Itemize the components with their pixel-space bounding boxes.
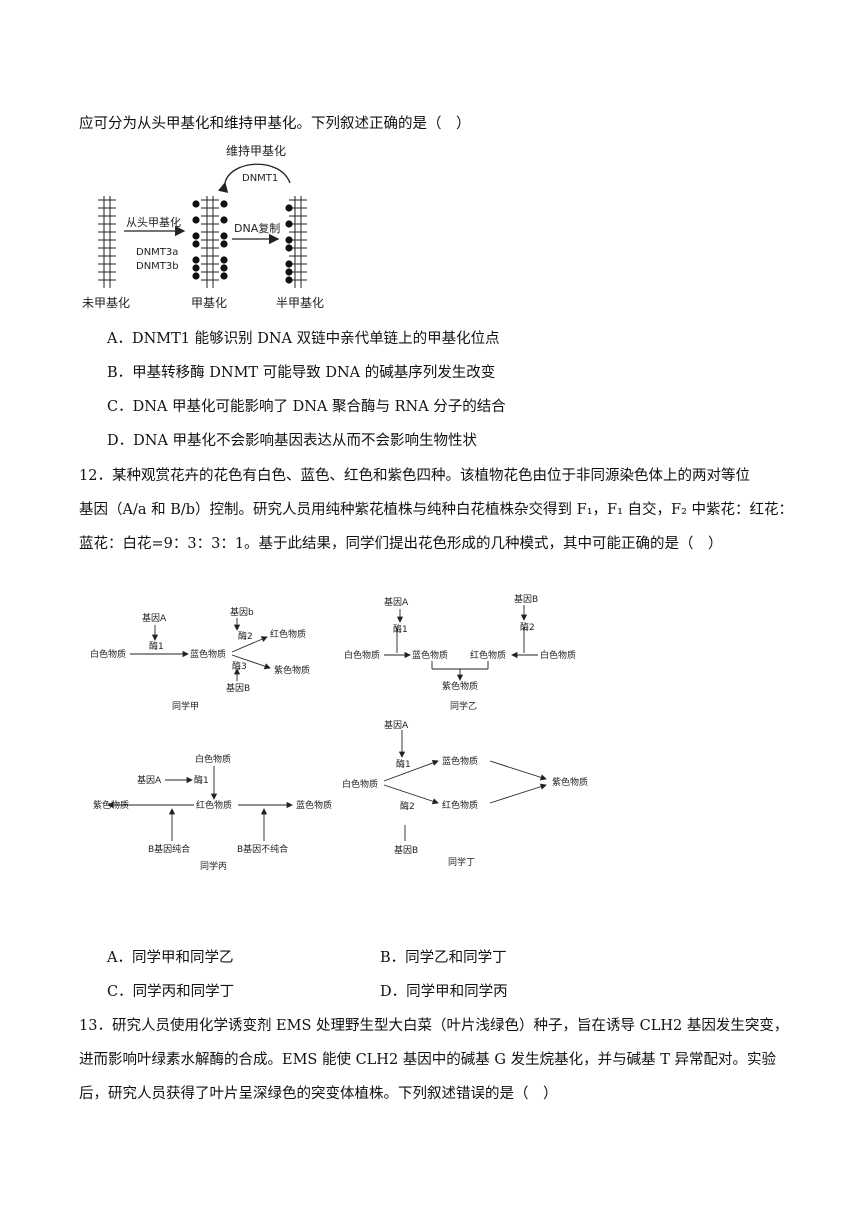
option-11b[interactable]: B．甲基转移酶 DNMT 可能导致 DNA 的碱基序列发生改变 — [107, 365, 496, 381]
ding-gene-b: 基因B — [394, 844, 418, 856]
bing-blue: 蓝色物质 — [296, 799, 332, 811]
model-yi — [384, 605, 538, 681]
bing-b-homozygous: B基因纯合 — [148, 843, 190, 855]
option-12c[interactable]: C．同学丙和同学丁 — [107, 984, 235, 1000]
unmethylated-dna — [98, 196, 116, 288]
jia-gene-b-recessive: 基因b — [230, 606, 254, 618]
jia-caption: 同学甲 — [172, 700, 199, 712]
yi-gene-a: 基因A — [384, 596, 409, 608]
yi-purple: 紫色物质 — [442, 680, 478, 692]
ding-purple: 紫色物质 — [552, 776, 588, 788]
model-ding — [383, 730, 547, 841]
option-12b[interactable]: B．同学乙和同学丁 — [380, 950, 507, 966]
hemi-methyl-groups — [285, 204, 293, 284]
methylated-label: 甲基化 — [191, 296, 227, 310]
question-11-stem-end: 应可分为从头甲基化和维持甲基化。下列叙述正确的是（ ） — [79, 116, 471, 132]
option-11d[interactable]: D．DNA 甲基化不会影响基因表达从而不会影响生物性状 — [107, 433, 478, 449]
model-jia — [130, 618, 271, 681]
jia-blue: 蓝色物质 — [190, 648, 226, 660]
methyl-groups — [192, 200, 228, 280]
jia-red: 红色物质 — [270, 628, 306, 640]
option-11a[interactable]: A．DNMT1 能够识别 DNA 双链中亲代单链上的甲基化位点 — [107, 331, 500, 347]
methylation-diagram: 维持甲基化 DNMT1 从头甲基化 DNMT3a DNMT3b DNA复制 — [82, 143, 324, 310]
yi-gene-b: 基因B — [514, 593, 538, 605]
methylated-dna — [201, 196, 219, 288]
ding-white: 白色物质 — [342, 778, 378, 790]
flower-color-models: 基因A 酶1 白色物质 蓝色物质 基因b 酶2 红色物质 酶3 紫色物质 基因B… — [90, 593, 588, 872]
ding-enzyme1: 酶1 — [396, 758, 411, 770]
option-11c[interactable]: C．DNA 甲基化可能影响了 DNA 聚合酶与 RNA 分子的结合 — [107, 399, 506, 415]
yi-white-1: 白色物质 — [344, 649, 380, 661]
bing-purple: 紫色物质 — [93, 799, 129, 811]
jia-white: 白色物质 — [90, 648, 126, 660]
ding-caption: 同学丁 — [448, 856, 475, 868]
bing-caption: 同学丙 — [200, 860, 227, 872]
dnmt3a-label: DNMT3a — [136, 247, 178, 258]
model-bing — [107, 766, 293, 841]
question-13-line2: 进而影响叶绿素水解酶的合成。EMS 能使 CLH2 基因中的碱基 G 发生烷基化… — [79, 1052, 776, 1068]
question-13-line1: 13．研究人员使用化学诱变剂 EMS 处理野生型大白菜（叶片浅绿色）种子，旨在诱… — [79, 1018, 789, 1034]
unmethylated-label: 未甲基化 — [82, 296, 130, 310]
yi-red: 红色物质 — [470, 649, 506, 661]
question-12-line2: 基因（A/a 和 B/b）控制。研究人员用纯种紫花植株与纯种白花植株杂交得到 F… — [79, 502, 793, 518]
jia-enzyme1: 酶1 — [149, 640, 164, 652]
jia-enzyme3: 酶3 — [232, 660, 247, 672]
bing-b-heterozygous: B基因不纯合 — [237, 843, 288, 855]
bing-white: 白色物质 — [195, 753, 231, 765]
replication-label: DNA复制 — [234, 221, 280, 235]
dnmt3b-label: DNMT3b — [136, 261, 179, 272]
ding-blue: 蓝色物质 — [442, 755, 478, 767]
question-12-line3: 蓝花：白花=9：3：3：1。基于此结果，同学们提出花色形成的几种模式，其中可能正… — [79, 536, 723, 552]
question-13-line3: 后，研究人员获得了叶片呈深绿色的突变体植株。下列叙述错误的是（ ） — [79, 1086, 558, 1102]
yi-caption: 同学乙 — [450, 700, 477, 712]
yi-blue: 蓝色物质 — [412, 649, 448, 661]
yi-enzyme2: 酶2 — [520, 621, 535, 633]
maintain-label: 维持甲基化 — [226, 143, 286, 158]
dnmt1-label: DNMT1 — [242, 173, 278, 184]
bing-enzyme1: 酶1 — [194, 774, 209, 786]
hemimethylated-dna — [289, 196, 307, 288]
ding-red: 红色物质 — [442, 799, 478, 811]
hemimethylated-label: 半甲基化 — [276, 296, 324, 310]
yi-white-2: 白色物质 — [540, 649, 576, 661]
yi-enzyme1: 酶1 — [393, 623, 408, 635]
option-12d[interactable]: D．同学甲和同学丙 — [380, 984, 508, 1000]
jia-purple: 紫色物质 — [274, 664, 310, 676]
denovo-label: 从头甲基化 — [126, 215, 181, 229]
jia-gene-a: 基因A — [142, 612, 167, 624]
jia-gene-b: 基因B — [226, 682, 250, 694]
jia-enzyme2: 酶2 — [238, 630, 253, 642]
question-12-line1: 12．某种观赏花卉的花色有白色、蓝色、红色和紫色四种。该植物花色由位于非同源染色… — [79, 468, 750, 484]
ding-enzyme2: 酶2 — [400, 800, 415, 812]
ding-gene-a: 基因A — [384, 719, 409, 731]
bing-red: 红色物质 — [196, 799, 232, 811]
option-12a[interactable]: A．同学甲和同学乙 — [107, 950, 234, 966]
bing-gene-a: 基因A — [137, 774, 162, 786]
